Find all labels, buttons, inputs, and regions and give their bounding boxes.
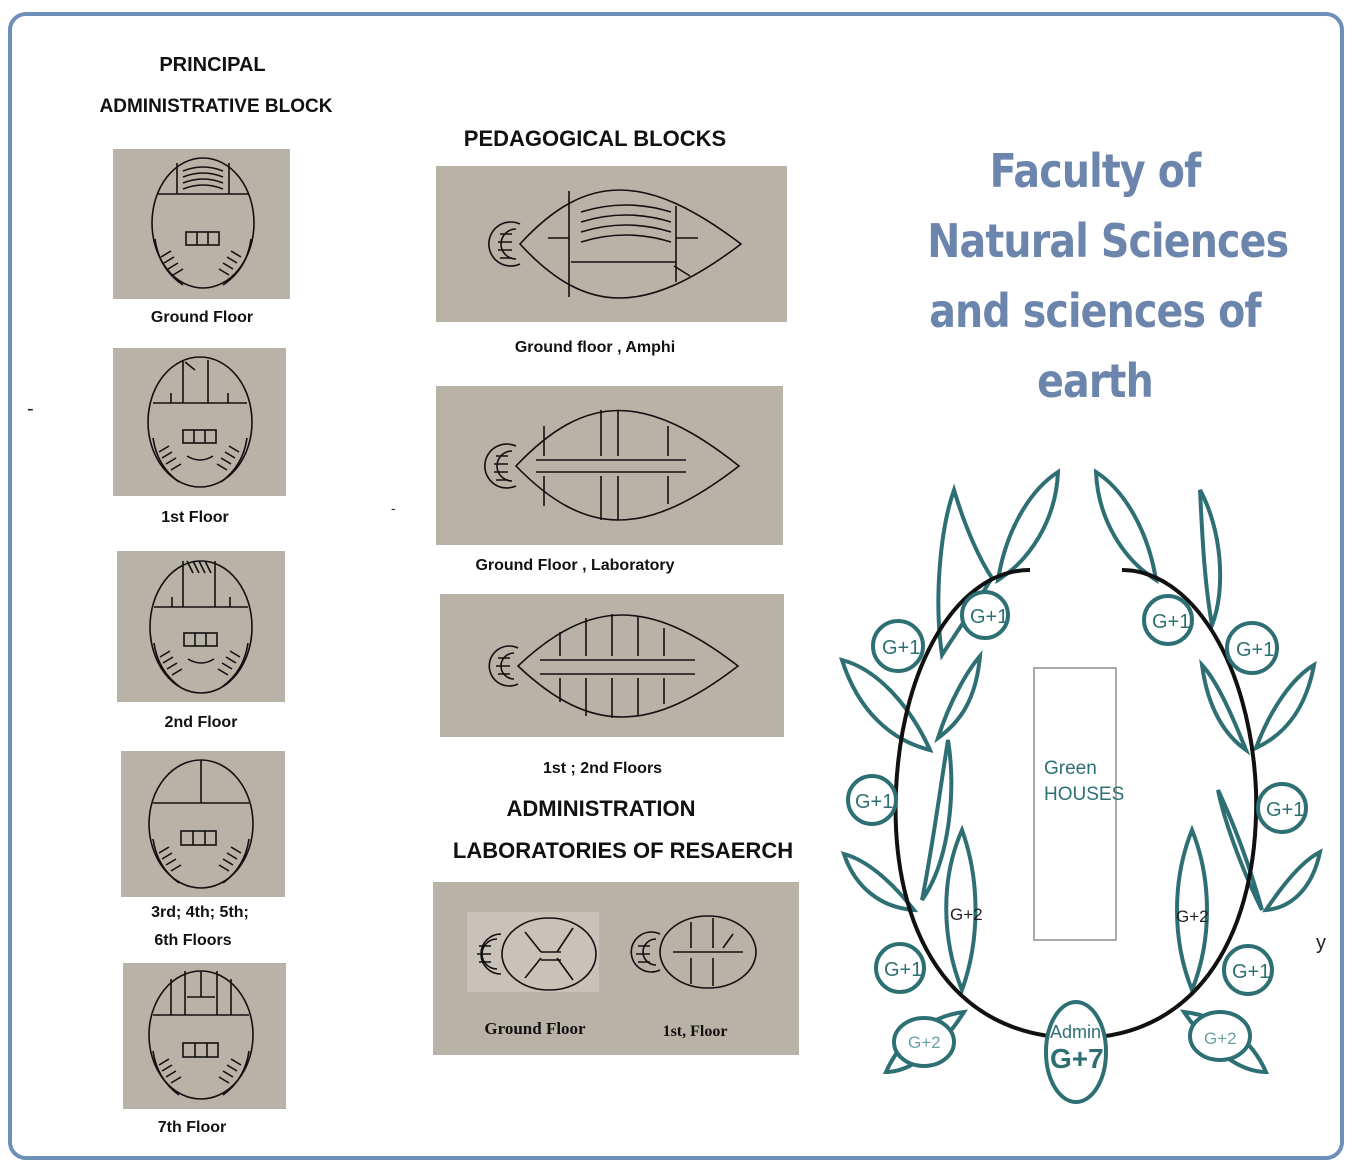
caption-research-ground-floor: Ground Floor: [484, 1019, 586, 1038]
plan-pedagogical-amphi: [436, 166, 787, 322]
leaf: [1216, 789, 1264, 911]
admin-block-title-2: ADMINISTRATIVE BLOCK: [99, 96, 333, 117]
building-g2: [1188, 1010, 1252, 1062]
leaf: [1198, 489, 1223, 633]
label-g2: G+2: [1204, 1029, 1237, 1048]
leaf: [840, 851, 919, 913]
admin-building: [1044, 1000, 1108, 1104]
admin-height-label: G+7: [1050, 1043, 1104, 1074]
green-houses-building: [1033, 667, 1117, 941]
plan-admin-ground-floor: [113, 149, 290, 299]
caption-admin-2nd-floor: 2nd Floor: [164, 714, 238, 731]
leaf: [1199, 659, 1251, 756]
leaf: [1175, 824, 1209, 996]
building-g1: [846, 774, 898, 826]
caption-admin-ground-floor: Ground Floor: [150, 309, 254, 326]
leaf: [838, 657, 934, 753]
caption-laboratory: Ground Floor , Laboratory: [475, 557, 675, 574]
caption-admin-6th-floors: 6th Floors: [154, 932, 232, 949]
label-g2: G+2: [1176, 907, 1209, 926]
faculty-title-line-2: Natural Sciences: [927, 214, 1289, 268]
building-g1: [1225, 621, 1279, 675]
label-g1: G+1: [1232, 961, 1270, 983]
caption-admin-1st-floor: 1st Floor: [161, 509, 229, 526]
building-g2: [892, 1016, 956, 1068]
building-g1: [1142, 594, 1194, 646]
outer-frame: [8, 12, 1344, 1160]
building-g1: [874, 942, 926, 994]
building-g1: [871, 619, 925, 673]
stray-mark: y: [1316, 932, 1326, 954]
leaf: [1252, 661, 1317, 752]
plan-admin-2nd-floor: [117, 551, 285, 702]
leaf: [944, 824, 978, 996]
plan-admin-7th-floor: [123, 963, 286, 1109]
caption-admin-7th-floor: 7th Floor: [157, 1119, 227, 1136]
research-title-2: LABORATORIES OF RESAERCH: [452, 838, 794, 863]
leaf: [1093, 468, 1159, 585]
label-g1: G+1: [884, 959, 922, 981]
label-g2: G+2: [908, 1033, 941, 1052]
plan-admin-1st-floor: [113, 348, 286, 496]
green-houses-label-2: HOUSES: [1044, 784, 1124, 805]
plan-admin-3rd-6th-floors: [121, 751, 285, 897]
building-g1: [1256, 782, 1308, 834]
admin-block-title-1: PRINCIPAL: [159, 54, 266, 76]
stray-mark: -: [27, 398, 34, 420]
faculty-title: Faculty of Natural Sciences and sciences…: [927, 136, 1289, 416]
label-g2: G+2: [950, 905, 983, 924]
leaf-shapes: [838, 468, 1323, 1075]
label-g1: G+1: [882, 637, 920, 659]
caption-admin-3rd-5th-floors: 3rd; 4th; 5th;: [151, 904, 249, 921]
label-g1: G+1: [1152, 611, 1190, 633]
label-g1: G+1: [1236, 639, 1274, 661]
label-g1: G+1: [970, 606, 1008, 628]
campus-site-plan: Green HOUSES G+1 G+1 G+1 G+1 G+1 G+1 G+1…: [838, 468, 1323, 1104]
leaf: [1262, 848, 1323, 913]
leaf: [934, 649, 983, 744]
leaf: [920, 739, 954, 902]
caption-amphi: Ground floor , Amphi: [514, 339, 676, 356]
plan-pedagogical-1st-2nd-floors: [440, 594, 784, 737]
leaf: [995, 468, 1061, 585]
research-title-1: ADMINISTRATION: [506, 796, 696, 821]
pedagogical-title: PEDAGOGICAL BLOCKS: [463, 126, 727, 151]
faculty-title-line-1: Faculty of: [989, 144, 1202, 198]
caption-research-1st-floor: 1st, Floor: [662, 1023, 728, 1040]
plan-research-laboratories: [433, 882, 799, 1055]
plan-pedagogical-laboratory: [436, 386, 783, 545]
label-g1: G+1: [855, 791, 893, 813]
stray-mark: -: [391, 500, 396, 516]
admin-label: Admin: [1050, 1022, 1101, 1042]
faculty-title-line-4: earth: [1037, 354, 1154, 408]
label-g1: G+1: [1266, 799, 1304, 821]
building-g1: [1222, 944, 1274, 996]
green-houses-label-1: Green: [1044, 758, 1097, 779]
building-g1: [960, 590, 1010, 640]
faculty-title-line-3: and sciences of: [929, 284, 1261, 338]
caption-1st-2nd-floors: 1st ; 2nd Floors: [542, 760, 663, 777]
